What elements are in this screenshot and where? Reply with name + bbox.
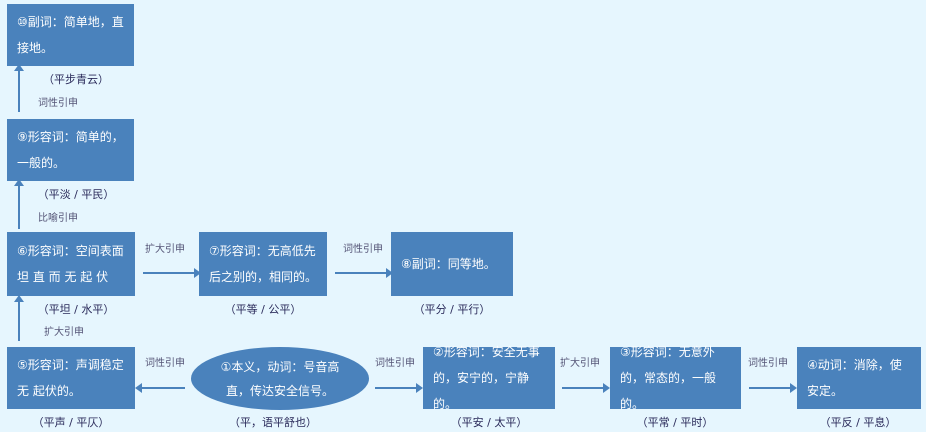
node-8: ⑧副词：同等地。	[391, 232, 513, 296]
node-5: ⑤形容词：声调稳定无 起伏的。	[7, 347, 135, 409]
node-10: ⑩副词：简单地，直接地。	[7, 4, 134, 66]
edge-label-2-3: 扩大引申	[560, 358, 600, 369]
node-4: ④动词：消除，使安定。	[797, 347, 921, 409]
arrow-7-8	[335, 268, 393, 278]
node-8-caption: （平分 / 平行）	[413, 303, 491, 316]
edge-label-7-8: 词性引申	[343, 244, 383, 255]
node-7: ⑦形容词：无高低先后之别的，相同的。	[199, 232, 327, 296]
edge-label-1-5: 词性引申	[145, 358, 185, 369]
node-9: ⑨形容词：简单的，一般的。	[7, 119, 134, 181]
node-1-caption: （平，语平舒也）	[229, 416, 317, 429]
arrow-6-7	[143, 268, 201, 278]
node-9-caption: （平淡 / 平民）	[37, 188, 115, 201]
arrow-1-2	[375, 383, 423, 393]
edge-label-3-4: 词性引申	[748, 358, 788, 369]
node-6: ⑥形容词：空间表面 坦 直 而 无 起 伏	[7, 232, 135, 296]
edge-label-9-10: 词性引申	[38, 98, 78, 109]
node-4-caption: （平反 / 平息）	[819, 416, 897, 429]
arrow-1-5	[135, 383, 185, 393]
edge-label-1-2: 词性引申	[375, 358, 415, 369]
node-6-caption: （平坦 / 水平）	[37, 303, 115, 316]
arrow-9-10	[14, 64, 24, 112]
arrow-6-9	[14, 179, 24, 229]
node-1-origin: ①本义，动词：号音高直，传达安全信号。	[191, 347, 369, 410]
node-3: ③形容词：无意外的，常态的，一般的。	[610, 345, 741, 411]
node-2-caption: （平安 / 太平）	[450, 416, 528, 429]
edge-label-6-7: 扩大引申	[145, 244, 185, 255]
node-2: ②形容词：安全无事的，安宁的，宁静的。	[423, 345, 555, 411]
edge-label-5-6: 扩大引申	[44, 327, 84, 338]
node-3-caption: （平常 / 平时）	[636, 416, 714, 429]
arrow-3-4	[749, 383, 797, 393]
arrow-5-6	[14, 295, 24, 341]
node-7-caption: （平等 / 公平）	[224, 303, 302, 316]
edge-label-6-9: 比喻引申	[38, 213, 78, 224]
node-10-caption: （平步青云）	[43, 73, 109, 86]
node-5-caption: （平声 / 平仄）	[32, 416, 110, 429]
arrow-2-3	[562, 383, 610, 393]
